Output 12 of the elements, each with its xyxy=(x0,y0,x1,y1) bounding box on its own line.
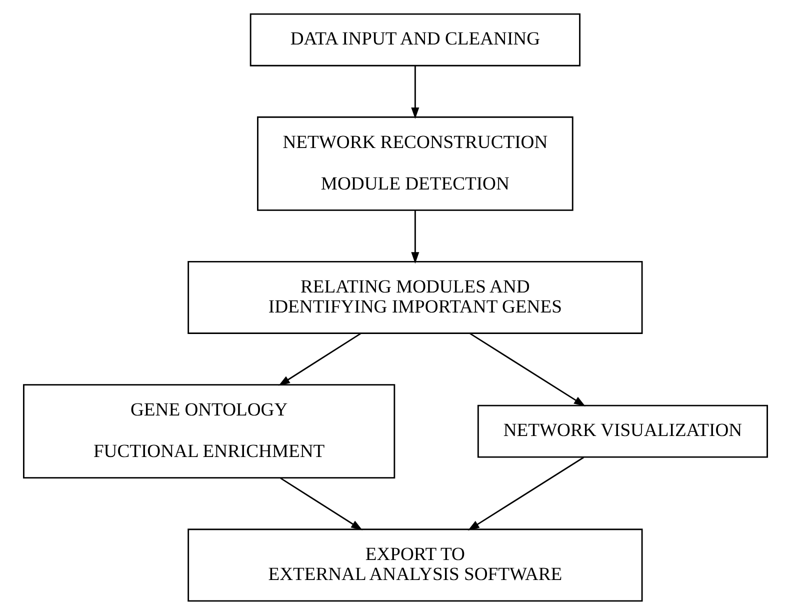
node-box: NETWORK RECONSTRUCTION MODULE DETECTION xyxy=(257,116,574,211)
arrow xyxy=(468,456,584,530)
arrow xyxy=(411,210,420,264)
node-box: DATA INPUT AND CLEANING xyxy=(250,13,580,66)
node-box: NETWORK VISUALIZATION xyxy=(477,404,768,458)
node-box: GENE ONTOLOGY FUCTIONAL ENRICHMENT xyxy=(23,384,396,479)
arrow xyxy=(469,332,586,406)
arrow xyxy=(278,332,362,386)
node-box: EXPORT TO EXTERNAL ANALYSIS SOFTWARE xyxy=(188,528,643,602)
node-box: RELATING MODULES AND IDENTIFYING IMPORTANT GENES xyxy=(188,260,643,334)
arrow xyxy=(411,66,420,119)
arrow xyxy=(280,478,363,530)
